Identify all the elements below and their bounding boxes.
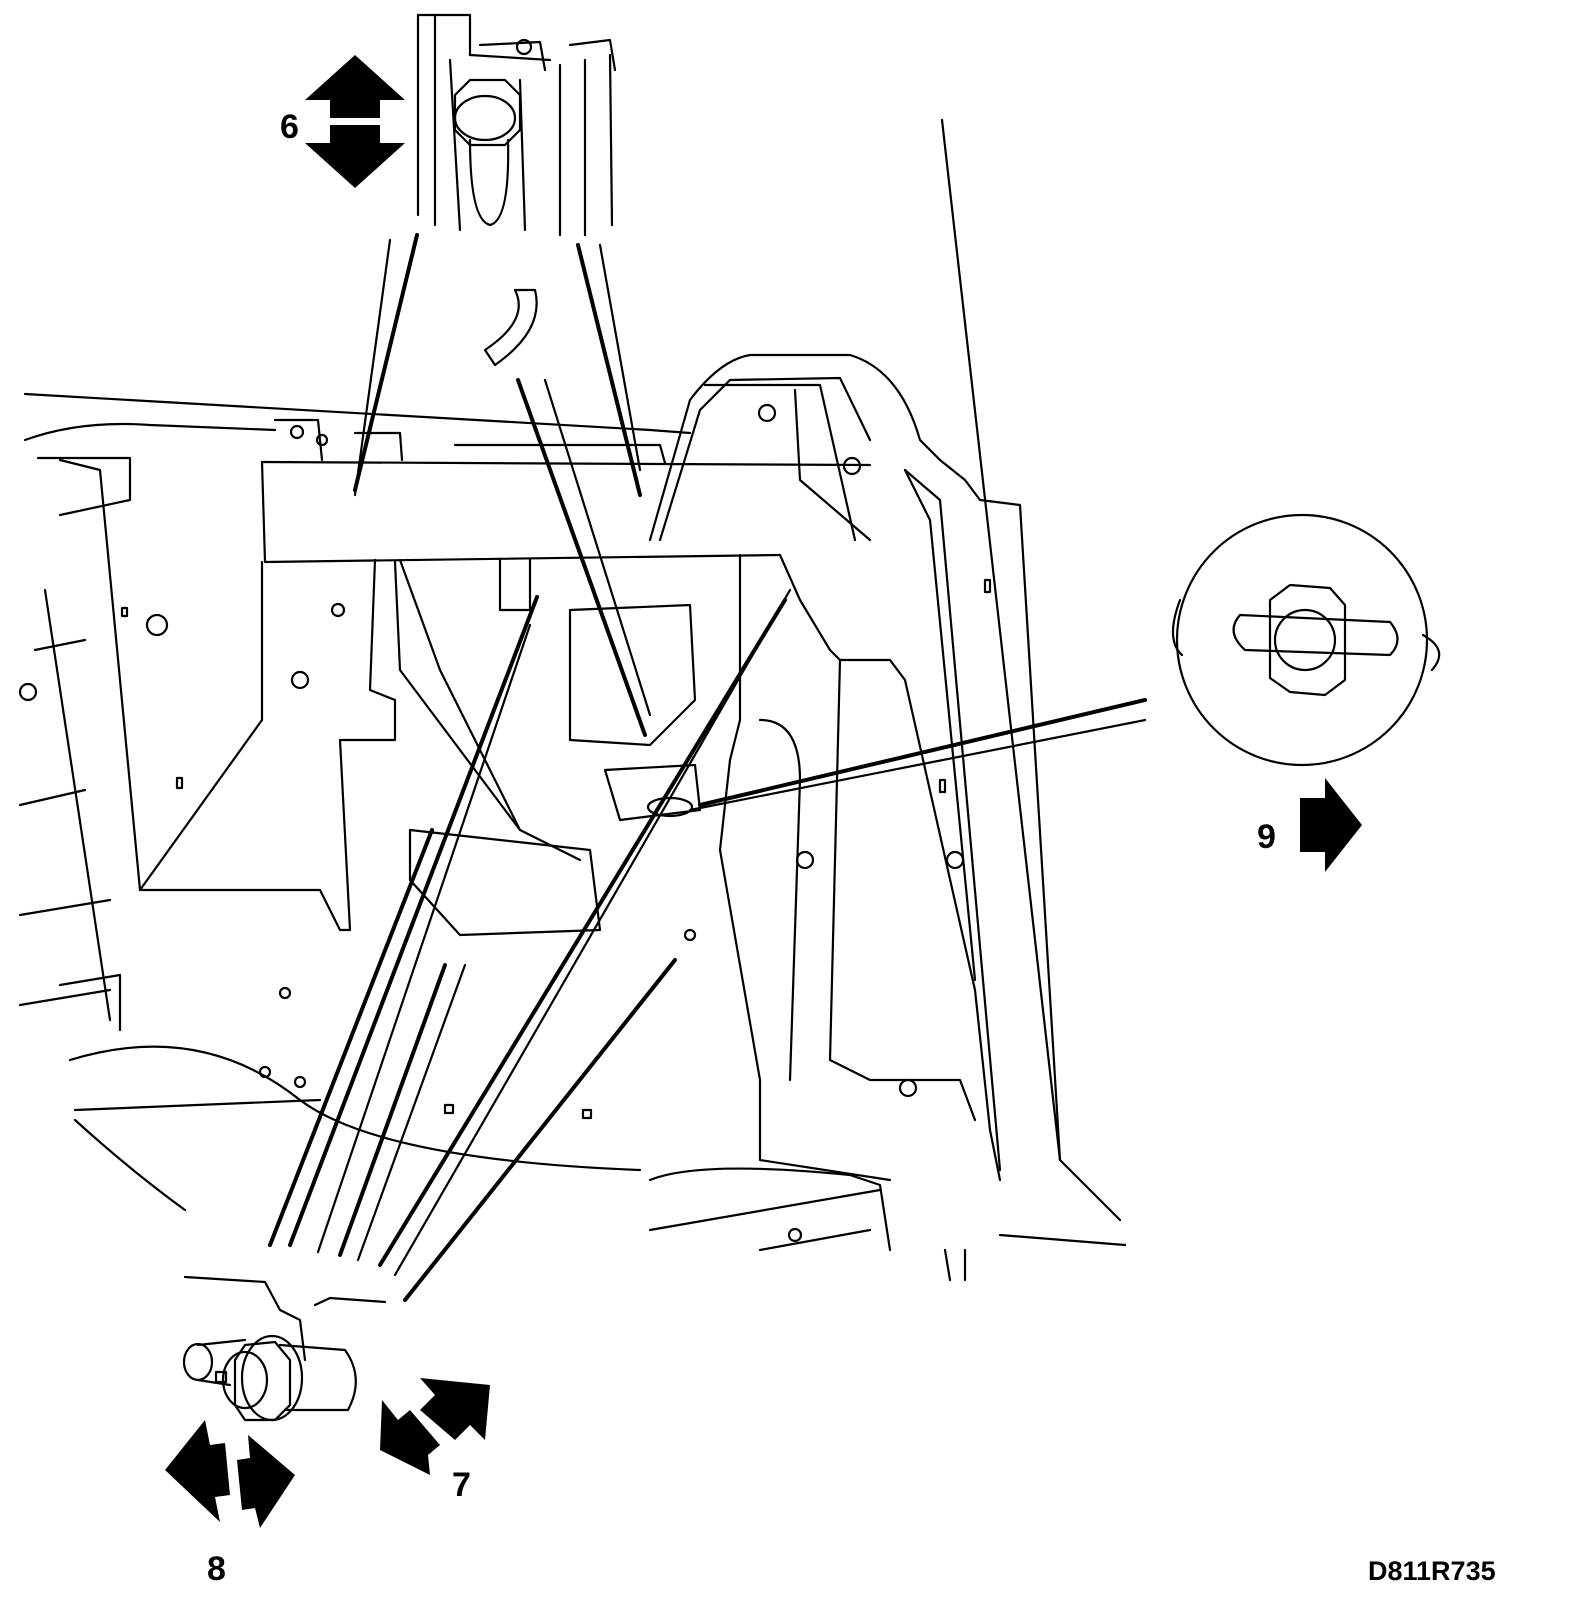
vehicle-body-structure: [18, 118, 1127, 1282]
callout-7: 7: [452, 1466, 471, 1504]
upper-bolt-detail: [353, 13, 652, 737]
arrow-9-right-icon: [1300, 778, 1362, 872]
arrow-8-horizontal-icon: [165, 1420, 295, 1528]
callout-8: 8: [207, 1550, 226, 1588]
callout-6: 6: [280, 108, 299, 146]
callout-9: 9: [1257, 818, 1276, 856]
arrow-6-vertical-icon: [305, 55, 405, 188]
arrow-7-diagonal-icon: [380, 1378, 490, 1475]
washer-bolt-detail: [688, 513, 1441, 812]
lower-bolt-detail: [182, 588, 792, 1422]
figure-reference-code: D811R735: [1368, 1556, 1496, 1586]
